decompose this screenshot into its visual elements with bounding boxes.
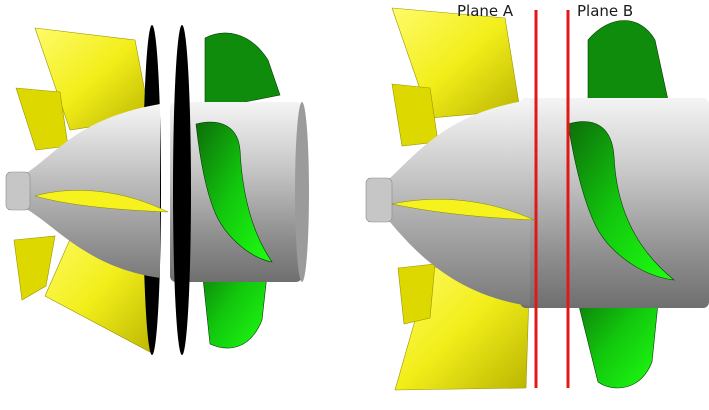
plane-b-label: Plane B <box>577 2 633 20</box>
cone-blade-right <box>391 199 535 221</box>
rear-rotor-blade-front-left <box>195 121 273 263</box>
cone-blade-left <box>34 190 169 213</box>
right-rotor-view: Plane A Plane B <box>365 2 709 391</box>
rear-rotor-blade-front-right <box>567 121 675 281</box>
rear-rotor-blades-right <box>574 20 669 389</box>
plane-a-label: Plane A <box>457 2 514 20</box>
left-rotor-view <box>5 25 309 355</box>
